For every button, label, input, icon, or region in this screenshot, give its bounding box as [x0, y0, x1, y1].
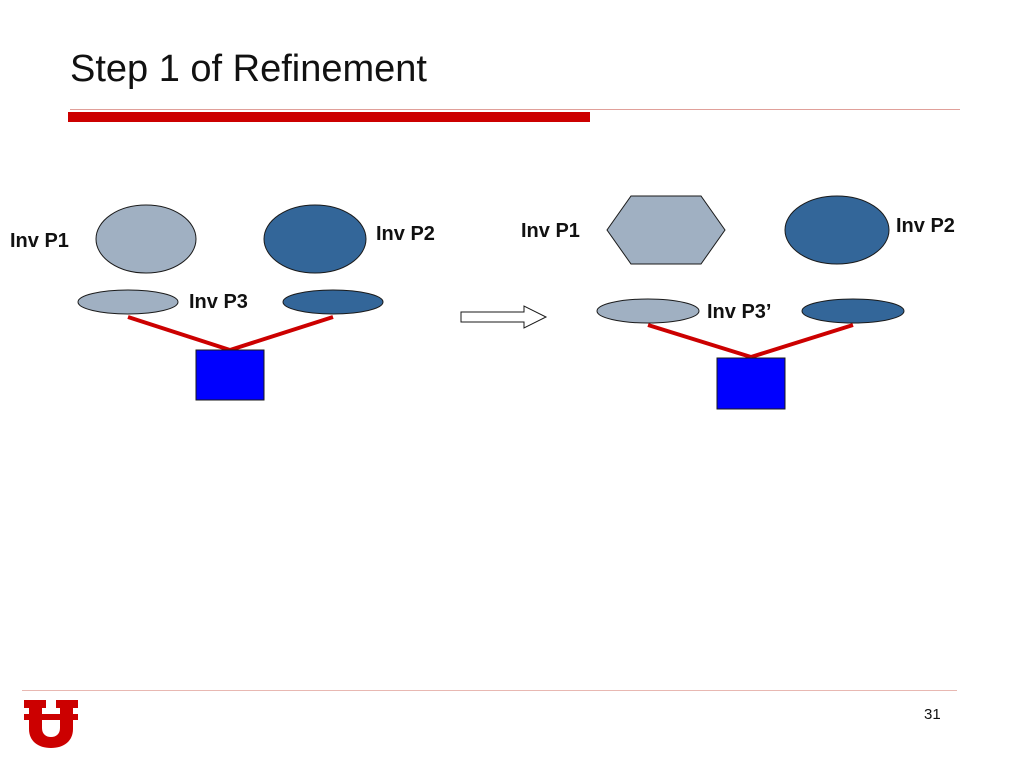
left-inv-p2-ellipse	[263, 204, 367, 274]
right-inv-p1-label: Inv P1	[521, 220, 580, 242]
footer-rule	[22, 690, 957, 691]
title-thin-rule	[70, 109, 960, 110]
left-connector-a	[127, 315, 231, 352]
right-connector-b	[750, 323, 854, 359]
right-inv-p2-label: Inv P2	[896, 215, 955, 237]
title-thick-rule	[68, 112, 590, 122]
left-inv-p3-label: Inv P3	[189, 291, 248, 313]
left-inv-p1-label: Inv P1	[10, 230, 69, 252]
right-diagram: Inv P1 Inv P2 Inv P3’	[521, 195, 955, 410]
right-blue-box	[716, 357, 786, 410]
slide-title: Step 1 of Refinement	[70, 48, 427, 90]
left-inv-p2-label: Inv P2	[376, 223, 435, 245]
right-connector-a	[647, 323, 752, 359]
left-connector-b	[229, 315, 334, 352]
left-blue-box	[195, 349, 265, 401]
right-inv-p3-light-ellipse	[596, 298, 700, 324]
page-number: 31	[924, 706, 941, 723]
right-inv-p3-dark-ellipse	[801, 298, 905, 324]
left-inv-p3-light-ellipse	[77, 289, 179, 315]
left-inv-p1-ellipse	[95, 204, 197, 274]
left-diagram: Inv P1 Inv P2 Inv P3	[10, 204, 435, 401]
transform-arrow	[460, 305, 548, 329]
university-u-logo-icon	[24, 700, 78, 748]
right-inv-p1-hexagon	[606, 195, 726, 265]
right-inv-p3-label: Inv P3’	[707, 301, 771, 323]
left-inv-p3-dark-ellipse	[282, 289, 384, 315]
right-inv-p2-ellipse	[784, 195, 890, 265]
